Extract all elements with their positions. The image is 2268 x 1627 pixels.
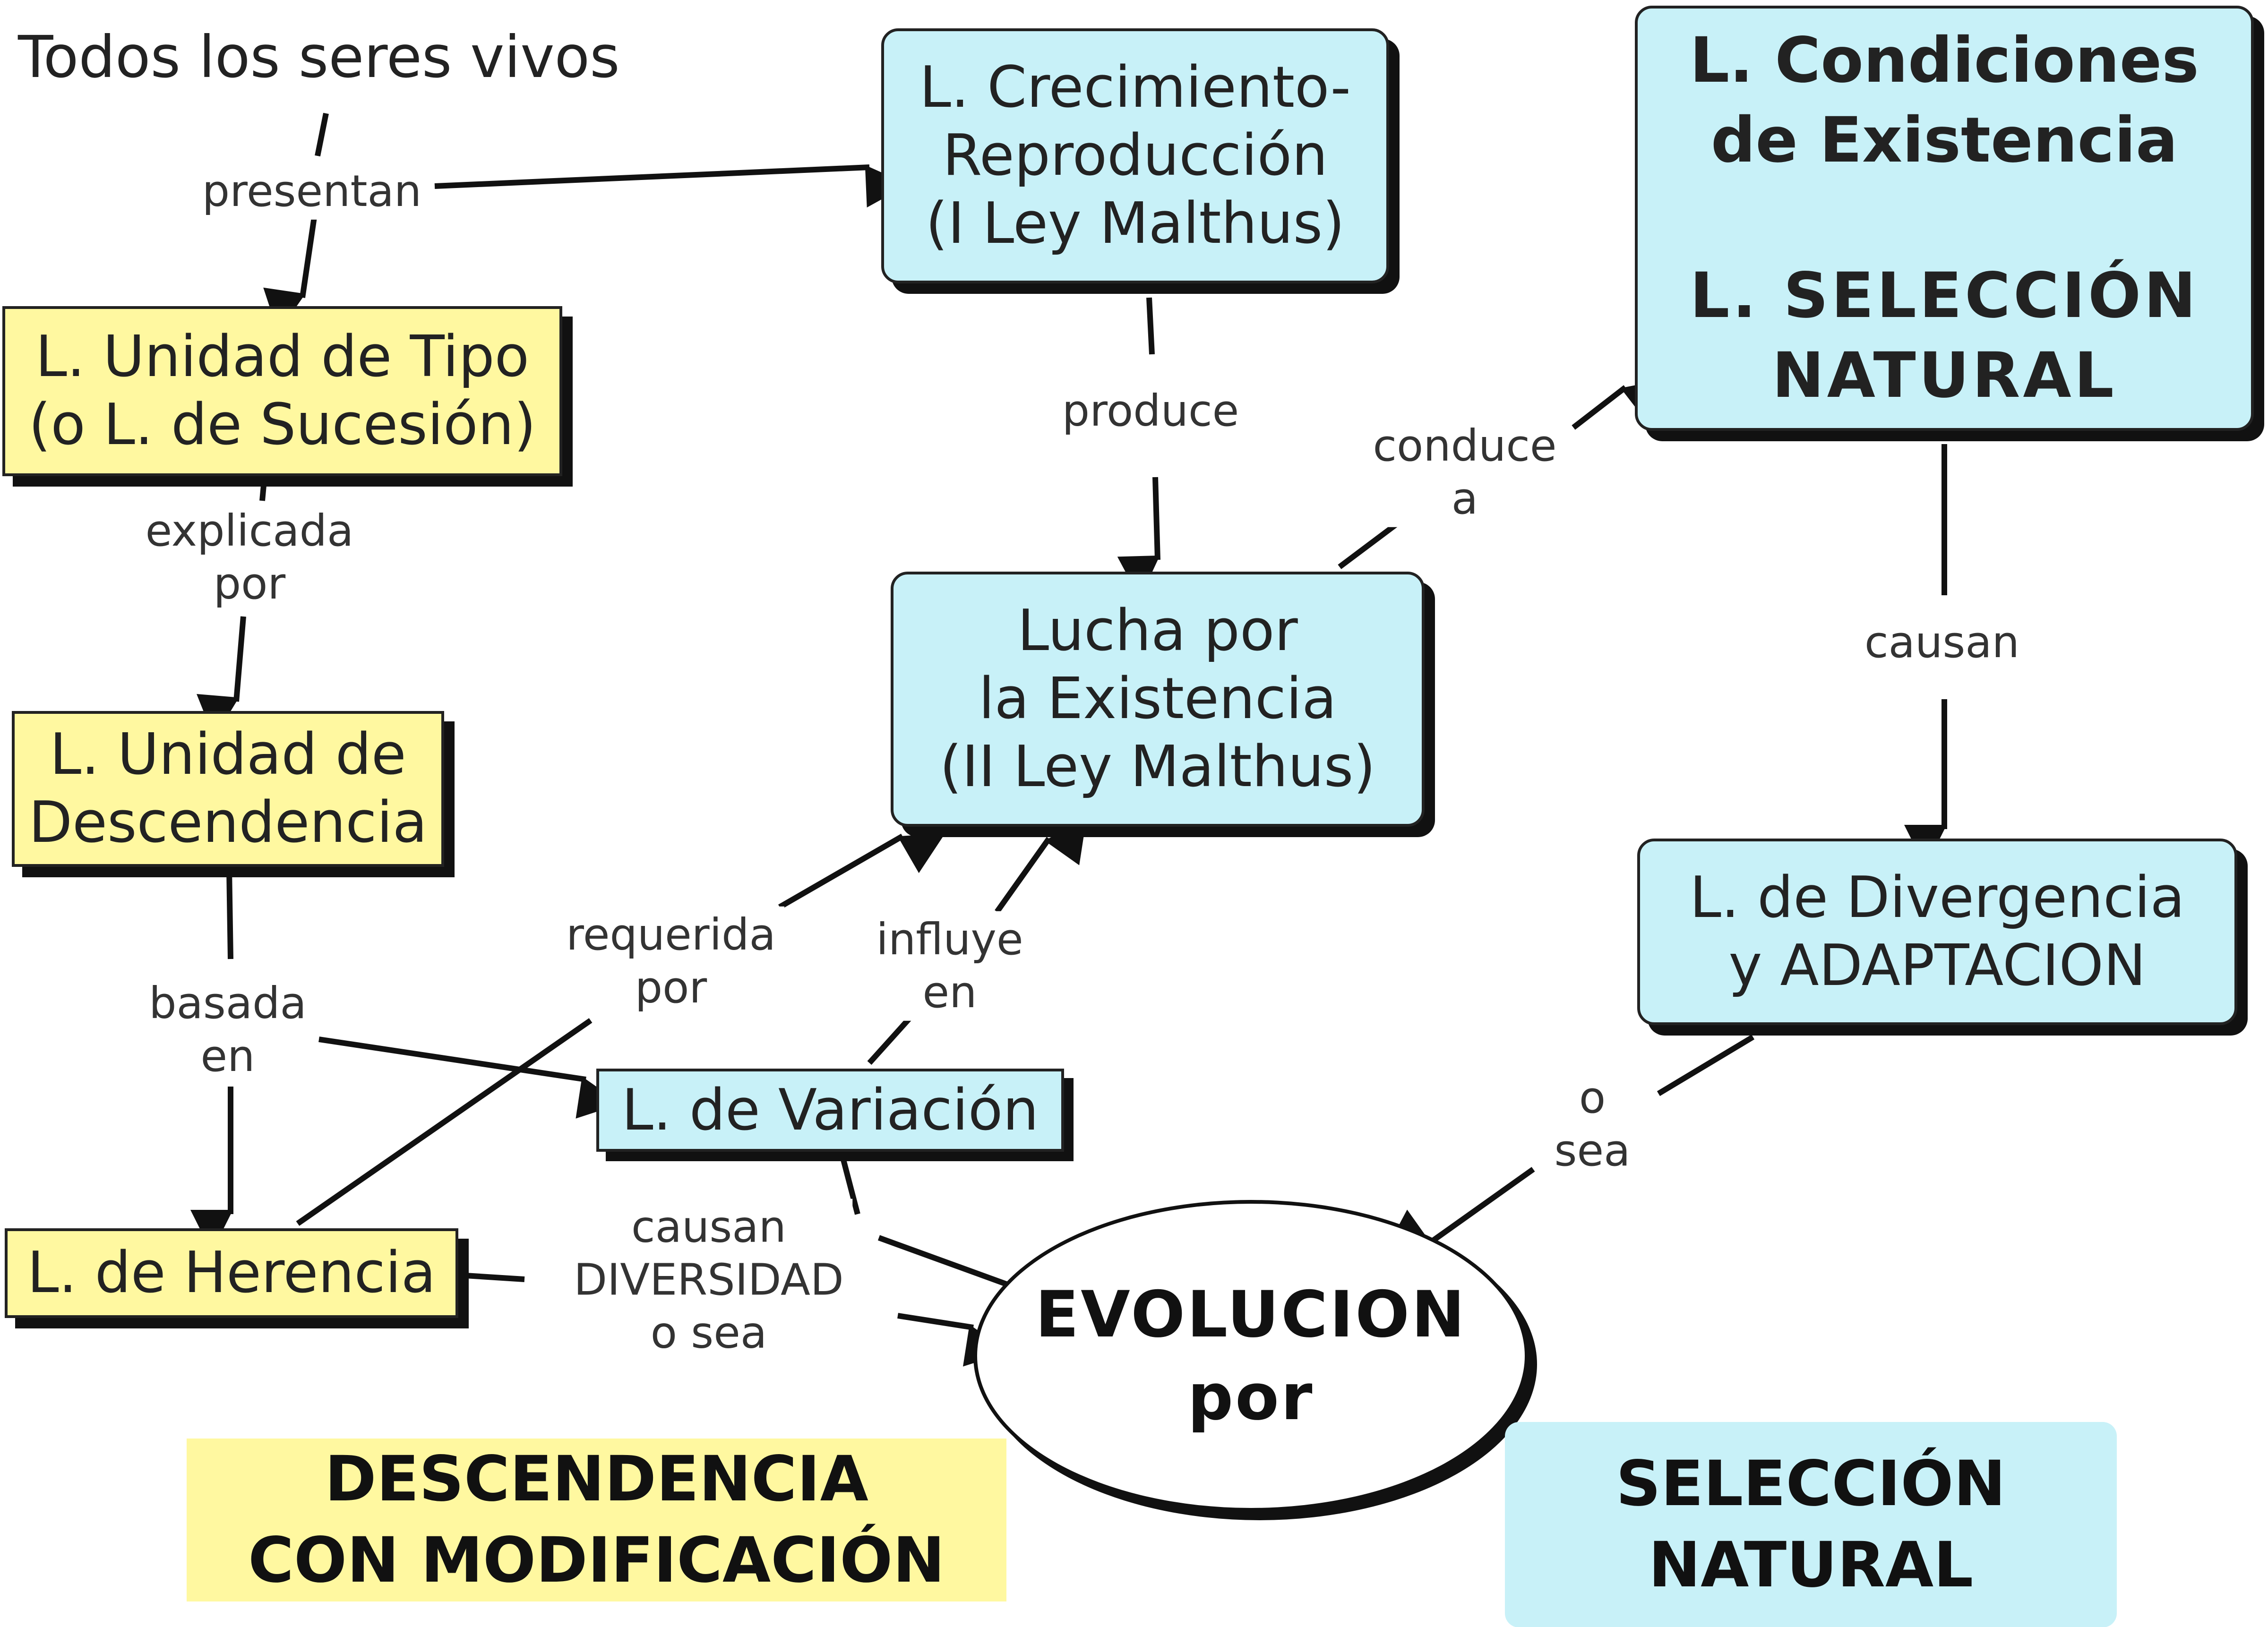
link-herencia-to-causan xyxy=(465,1273,525,1282)
label-causan-diversidad-line-3: o sea xyxy=(650,1308,767,1359)
label-requerida-por-line-1: requerida xyxy=(566,909,776,960)
node-evolucion-line-2: por xyxy=(1187,1360,1314,1434)
label-o-sea: o sea xyxy=(1546,1069,1639,1180)
link-presentan-to-crecimiento xyxy=(434,164,909,208)
node-crecimiento-line-1: L. Crecimiento- xyxy=(919,55,1351,120)
label-o-sea-line-2: sea xyxy=(1554,1125,1631,1176)
node-unidad-descendencia-line-1: L. Unidad de xyxy=(50,722,406,788)
link-osea-to-evolucion xyxy=(1384,1167,1535,1252)
link-lucha-to-conduce xyxy=(1338,522,1398,569)
node-divergencia-line-1: L. de Divergencia xyxy=(1689,865,2185,931)
node-herencia-label: L. de Herencia xyxy=(27,1240,436,1306)
node-divergencia-line-2: y ADAPTACION xyxy=(1728,933,2146,999)
node-unidad-tipo[interactable]: L. Unidad de Tipo (o L. de Sucesión) xyxy=(2,306,562,476)
label-influye-en: influye en xyxy=(868,911,1032,1021)
label-conduce-a-line-2: a xyxy=(1451,473,1478,524)
label-causan-diversidad: causan DIVERSIDAD o sea xyxy=(565,1199,852,1362)
node-condiciones-line-4: NATURAL xyxy=(1772,339,2117,412)
node-lucha[interactable]: Lucha por la Existencia (II Ley Malthus) xyxy=(891,572,1425,827)
node-unidad-descendencia[interactable]: L. Unidad de Descendencia xyxy=(12,711,444,867)
node-crecimiento-line-2: Reproducción xyxy=(942,123,1328,188)
node-unidad-tipo-line-1: L. Unidad de Tipo xyxy=(35,324,530,390)
label-produce-text: produce xyxy=(1062,385,1239,436)
label-conduce-a: conduce a xyxy=(1364,417,1565,528)
label-causan-diversidad-line-2: DIVERSIDAD xyxy=(574,1254,844,1305)
node-herencia[interactable]: L. de Herencia xyxy=(5,1228,458,1318)
label-produce: produce xyxy=(1053,382,1248,440)
link-tipo-to-explicada xyxy=(259,475,267,501)
link-herencia-to-requerida xyxy=(296,1018,593,1226)
link-crecimiento-to-produce xyxy=(1146,297,1155,355)
banner-seleccion: SELECCIÓN NATURAL xyxy=(1505,1422,2117,1627)
link-conduce-to-condiciones xyxy=(1572,379,1667,430)
label-presentan-text: presentan xyxy=(202,165,422,216)
node-crecimiento[interactable]: L. Crecimiento- Reproducción (I Ley Malt… xyxy=(881,28,1389,283)
node-condiciones[interactable]: L. Condiciones de Existencia L. SELECCIÓ… xyxy=(1635,6,2254,431)
label-basada-en-line-2: en xyxy=(200,1031,255,1081)
link-root-to-presentan xyxy=(315,112,329,157)
node-evolucion-line-1: EVOLUCION xyxy=(1035,1277,1467,1352)
node-unidad-tipo-line-2: (o L. de Sucesión) xyxy=(28,392,536,458)
link-influye-to-lucha xyxy=(995,818,1087,914)
label-causan-right: causan xyxy=(1856,614,2028,671)
label-explicada-por: explicada por xyxy=(137,502,362,613)
node-condiciones-line-3: L. SELECCIÓN xyxy=(1690,259,2199,332)
node-lucha-line-3: (II Ley Malthus) xyxy=(939,734,1376,800)
link-variacion-down xyxy=(841,1159,860,1215)
link-descendencia-to-basada xyxy=(226,868,233,959)
label-o-sea-line-1: o xyxy=(1579,1072,1606,1123)
link-divergencia-to-osea xyxy=(1657,1034,1755,1096)
label-basada-en: basada en xyxy=(140,975,315,1085)
label-conduce-a-line-1: conduce xyxy=(1373,420,1557,471)
node-lucha-line-2: la Existencia xyxy=(979,666,1337,732)
link-requerida-to-lucha xyxy=(778,833,945,910)
label-explicada-por-line-1: explicada xyxy=(145,505,354,556)
label-influye-en-line-2: en xyxy=(922,967,977,1018)
node-variacion[interactable]: L. de Variación xyxy=(596,1069,1064,1152)
banner-descendencia: DESCENDENCIA CON MODIFICACIÓN xyxy=(187,1439,1006,1601)
node-crecimiento-line-3: (I Ley Malthus) xyxy=(926,191,1345,257)
link-variacion-to-evolucion xyxy=(877,1235,1039,1321)
node-divergencia[interactable]: L. de Divergencia y ADAPTACION xyxy=(1637,839,2237,1025)
node-evolucion[interactable]: EVOLUCION por xyxy=(973,1200,1529,1512)
link-variacion-to-influye xyxy=(867,1013,914,1065)
label-explicada-por-line-2: por xyxy=(213,558,286,609)
link-causan-to-evolucion xyxy=(897,1313,1008,1367)
banner-descendencia-line-2: CON MODIFICACIÓN xyxy=(248,1524,945,1597)
label-requerida-por: requerida por xyxy=(558,906,784,1017)
label-causan-right-text: causan xyxy=(1864,617,2019,668)
root-label: Todos los seres vivos xyxy=(18,24,620,91)
node-condiciones-line-2: de Existencia xyxy=(1710,104,2178,177)
label-causan-diversidad-line-1: causan xyxy=(631,1201,786,1252)
link-presentan-to-unidad-tipo xyxy=(263,217,317,333)
label-requerida-por-line-2: por xyxy=(635,962,707,1013)
label-basada-en-line-1: basada xyxy=(149,977,307,1028)
banner-descendencia-line-1: DESCENDENCIA xyxy=(325,1442,868,1516)
link-produce-to-lucha xyxy=(1117,477,1160,599)
link-explicada-to-descendencia xyxy=(197,616,246,738)
node-unidad-descendencia-line-2: Descendencia xyxy=(28,790,428,856)
banner-seleccion-line-2: NATURAL xyxy=(1648,1528,1974,1601)
node-condiciones-line-1: L. Condiciones xyxy=(1690,24,2199,97)
node-variacion-label: L. de Variación xyxy=(621,1077,1039,1143)
link-basada-to-variacion xyxy=(318,1036,621,1119)
node-lucha-line-1: Lucha por xyxy=(1017,598,1298,664)
banner-seleccion-line-1: SELECCIÓN xyxy=(1615,1447,2006,1520)
label-influye-en-line-1: influye xyxy=(876,914,1023,965)
label-presentan: presentan xyxy=(193,163,430,220)
